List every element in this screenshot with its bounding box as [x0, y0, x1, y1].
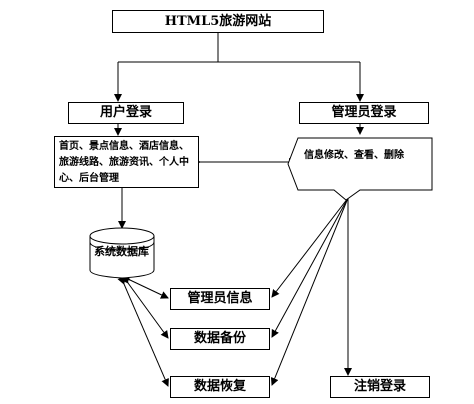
admin-info-node: 管理员信息: [170, 288, 270, 310]
database-icon: [89, 227, 155, 279]
database-label: 系统数据库: [94, 245, 149, 258]
data-restore-node: 数据恢复: [170, 376, 270, 398]
admin-functions-node: 信息修改、查看、删除: [304, 150, 404, 161]
admin-login-node: 管理员登录: [299, 102, 429, 124]
user-login-node: 用户登录: [68, 102, 184, 124]
data-backup-node: 数据备份: [170, 328, 270, 350]
admin-functions-shape: [287, 137, 433, 201]
logout-node: 注销登录: [330, 376, 430, 398]
site-title: HTML5旅游网站: [112, 10, 324, 33]
user-functions-node: 首页、景点信息、酒店信息、旅游线路、旅游资讯、个人中心、后台管理: [54, 136, 199, 188]
